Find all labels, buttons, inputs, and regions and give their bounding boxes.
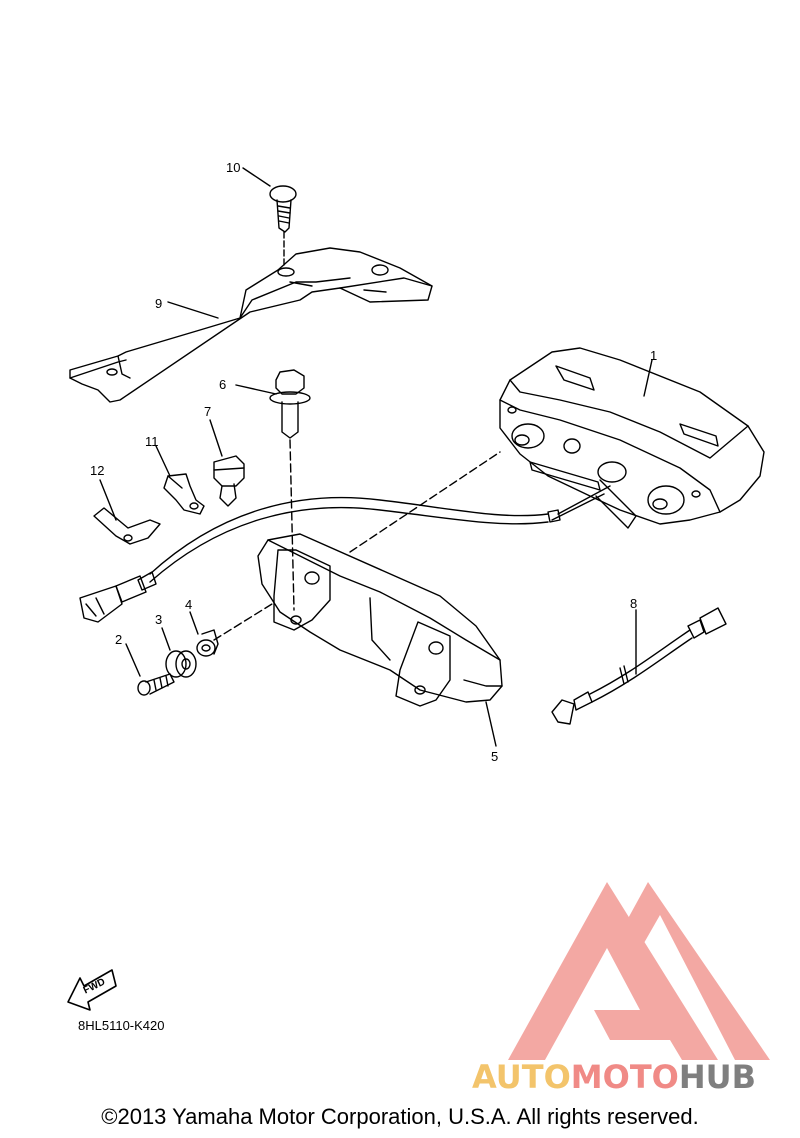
callout-3: 3: [155, 612, 163, 627]
clamp-11: [163, 473, 205, 515]
callout-4: 4: [185, 597, 193, 612]
clip-7: [213, 455, 245, 507]
callout-5: 5: [491, 749, 499, 764]
callout-10: 10: [226, 160, 241, 175]
bracket-12: [93, 507, 161, 545]
callout-12: 12: [90, 463, 105, 478]
wire-harness: [79, 485, 611, 623]
callout-9: 9: [155, 296, 163, 311]
harness-lead-8: [551, 607, 727, 725]
callout-1: 1: [650, 348, 658, 363]
part-code: 8HL5110-K420: [78, 1018, 165, 1033]
watermark-auto: AUTO: [472, 1058, 571, 1096]
callout-8: 8: [630, 596, 638, 611]
collar-4: [196, 629, 219, 657]
fwd-arrow-icon: [67, 969, 117, 1011]
assembly-lines: [213, 439, 501, 641]
watermark-moto: MOTO: [570, 1058, 679, 1096]
grommet-3: [165, 650, 197, 678]
callout-6: 6: [219, 377, 227, 392]
callout-7: 7: [204, 404, 212, 419]
bracket-plate-9: [69, 247, 433, 403]
watermark-hub: HUB: [678, 1058, 757, 1096]
callout-2: 2: [115, 632, 123, 647]
bolt-6: [269, 369, 311, 439]
callout-leaders: [99, 167, 653, 747]
watermark-text: AUTOMOTOHUB: [472, 1058, 756, 1096]
base-bracket-5: [257, 533, 503, 707]
watermark-logo-icon: [508, 882, 770, 1060]
copyright: ©2013 Yamaha Motor Corporation, U.S.A. A…: [101, 1104, 699, 1129]
screw-10: [269, 185, 297, 269]
callout-11: 11: [145, 434, 159, 449]
screw-2: [137, 673, 175, 696]
tail-light-1: [499, 347, 765, 529]
